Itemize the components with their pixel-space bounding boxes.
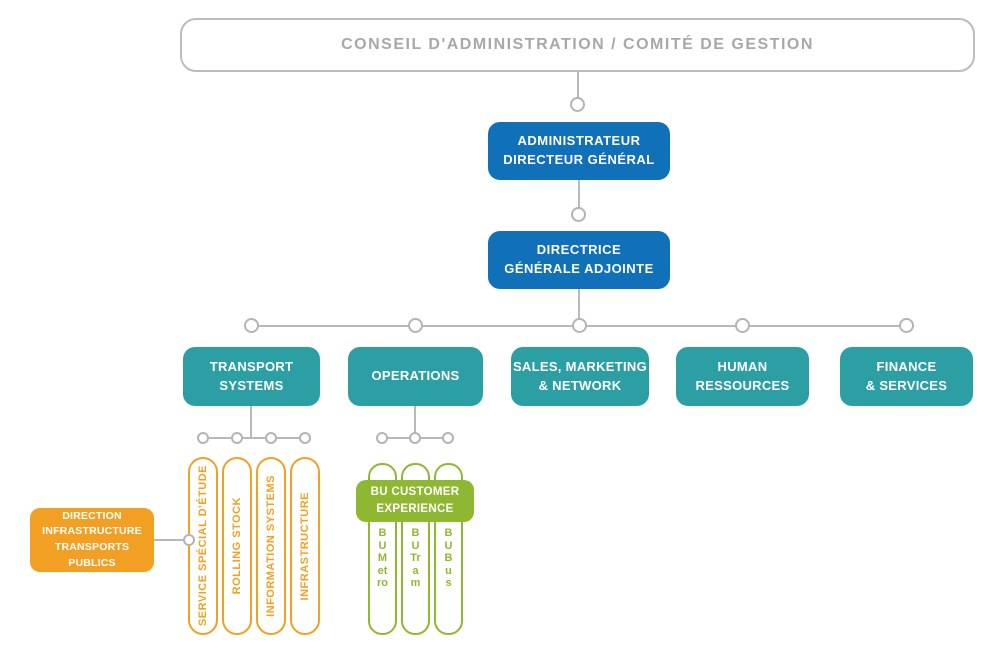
dept-finance-services: FINANCE & SERVICES <box>840 347 973 406</box>
unit-label: SERVICE SPÉCIAL D'ÉTUDE <box>197 465 209 627</box>
unit-label: INFRASTRUCTURE <box>299 491 311 601</box>
connector-node <box>572 318 587 333</box>
unit-information-systems: INFORMATION SYSTEMS <box>256 457 286 635</box>
connector-operations-units <box>414 406 416 438</box>
direction-infrastructure-box: DIRECTION INFRASTRUCTURE TRANSPORTS PUBL… <box>30 508 154 572</box>
dept-transport-systems: TRANSPORT SYSTEMS <box>183 347 320 406</box>
dept-human-ressources: HUMAN RESSOURCES <box>676 347 809 406</box>
connector-node <box>735 318 750 333</box>
connector-node <box>408 318 423 333</box>
unit-infrastructure: INFRASTRUCTURE <box>290 457 320 635</box>
dept-operations: OPERATIONS <box>348 347 483 406</box>
connector-node <box>183 534 195 546</box>
unit-service-special-etude: SERVICE SPÉCIAL D'ÉTUDE <box>188 457 218 635</box>
bu-customer-experience-box: BU CUSTOMER EXPERIENCE <box>356 480 474 522</box>
connector-ceo-deputy <box>578 180 580 208</box>
connector-node <box>409 432 421 444</box>
transport-units-line <box>203 437 305 439</box>
connector-node <box>244 318 259 333</box>
connector-node <box>197 432 209 444</box>
deputy-box: DIRECTRICE GÉNÉRALE ADJOINTE <box>488 231 670 289</box>
ceo-box: ADMINISTRATEUR DIRECTEUR GÉNÉRAL <box>488 122 670 180</box>
unit-label: BUMetro <box>377 527 388 589</box>
connector-board-ceo <box>577 72 579 98</box>
unit-label: BUTram <box>410 527 421 589</box>
unit-label: INFORMATION SYSTEMS <box>265 475 277 617</box>
connector-node <box>376 432 388 444</box>
unit-rolling-stock: ROLLING STOCK <box>222 457 252 635</box>
connector-direction <box>154 539 184 541</box>
connector-node <box>299 432 311 444</box>
unit-label: BUBus <box>444 527 453 589</box>
dept-sales-marketing-network: SALES, MARKETING & NETWORK <box>511 347 649 406</box>
connector-node <box>442 432 454 444</box>
connector-node <box>265 432 277 444</box>
connector-deputy-row <box>578 289 580 326</box>
connector-node <box>570 97 585 112</box>
connector-transport-units <box>250 406 252 438</box>
unit-label: ROLLING STOCK <box>231 497 243 595</box>
connector-node <box>899 318 914 333</box>
board-box: CONSEIL D'ADMINISTRATION / COMITÉ DE GES… <box>180 18 975 72</box>
connector-node <box>571 207 586 222</box>
connector-node <box>231 432 243 444</box>
